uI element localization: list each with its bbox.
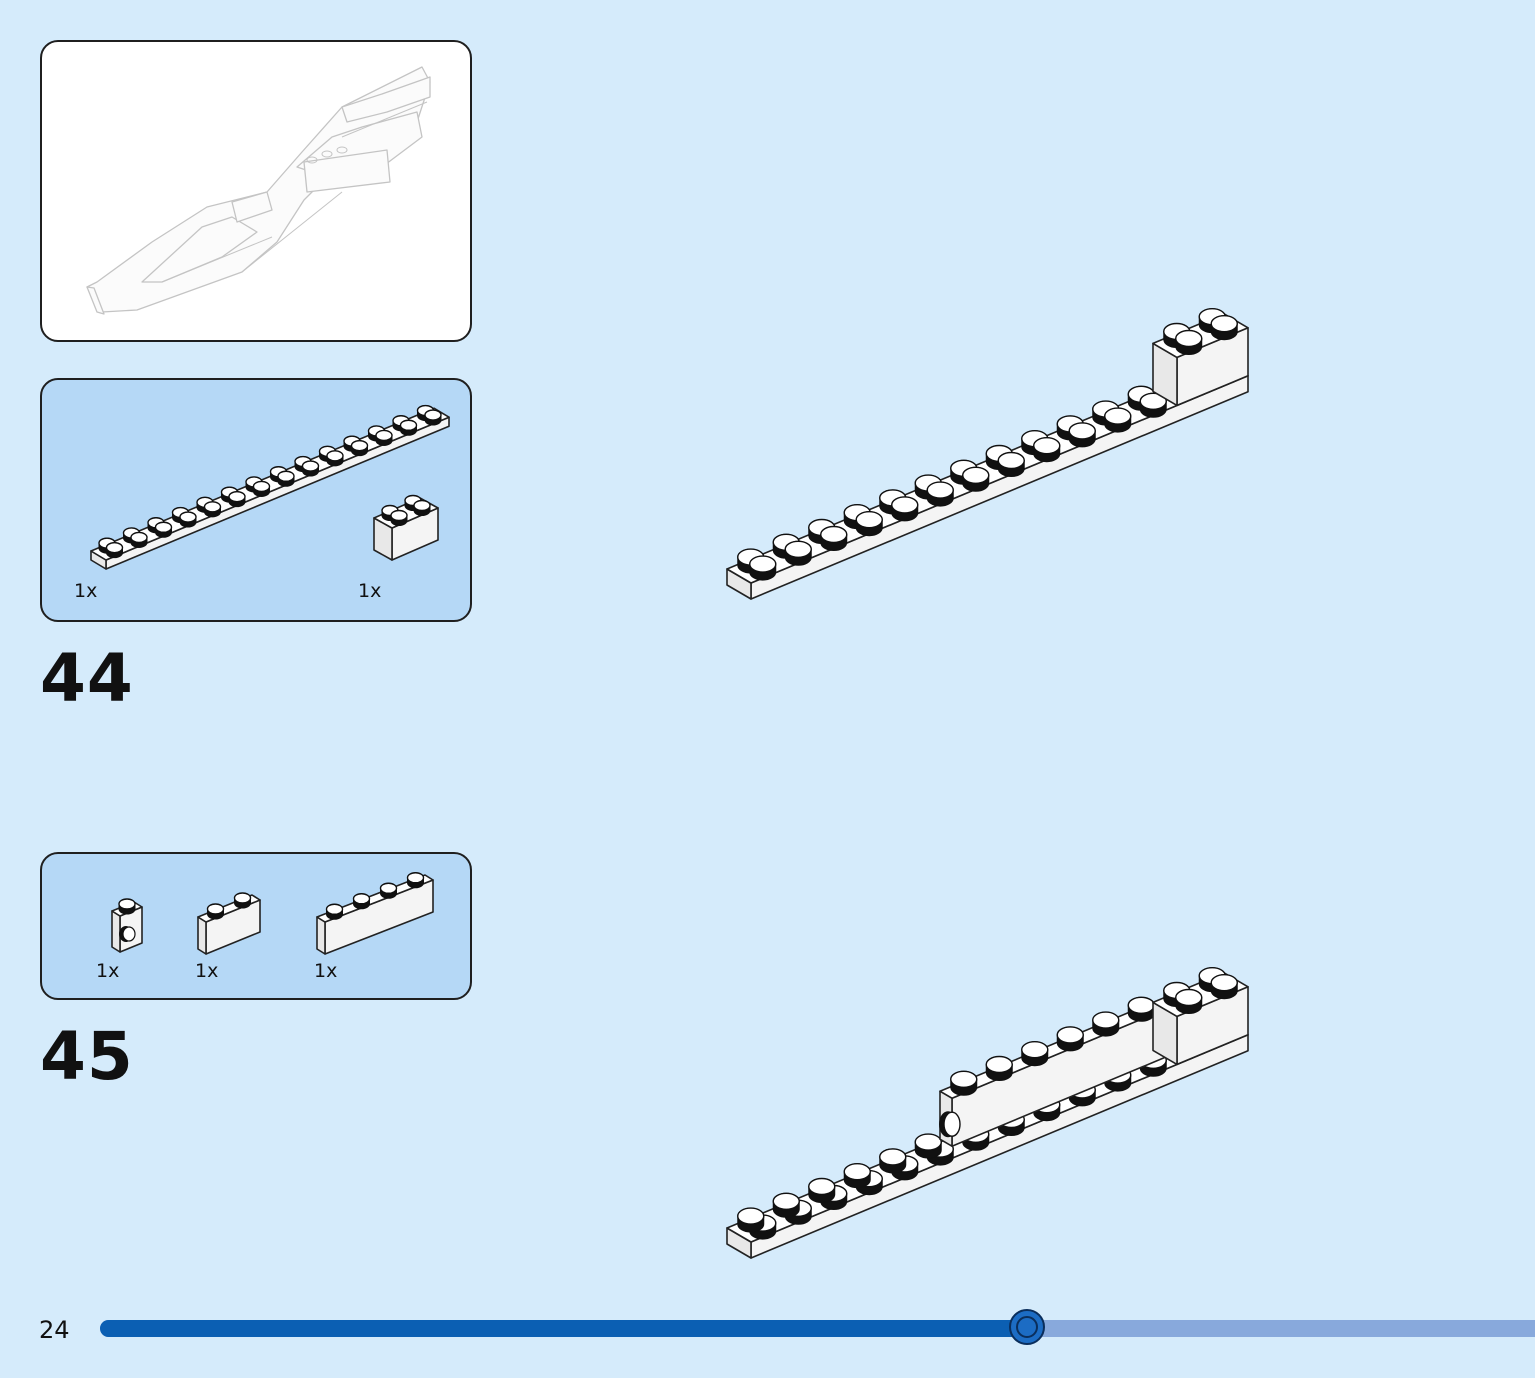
stud <box>1092 1011 1120 1037</box>
stud <box>325 903 344 920</box>
stud <box>1175 329 1203 355</box>
brick-1x4-piece <box>316 872 434 955</box>
stud <box>1175 988 1203 1014</box>
stud <box>950 1070 978 1096</box>
progress-bar <box>100 1309 1535 1345</box>
stud <box>413 499 431 516</box>
stud <box>130 531 148 548</box>
stud <box>891 496 919 522</box>
stud <box>154 521 173 538</box>
model-preview-panel <box>40 40 472 342</box>
step-44-parts-panel: 1x 1x <box>40 378 472 622</box>
step-44-plate-and-brick <box>726 308 1249 600</box>
stud <box>375 429 393 446</box>
stud <box>1056 1026 1084 1052</box>
step-45-parts-panel: 1x 1x 1x <box>40 852 472 1000</box>
long-plate-piece <box>90 404 450 570</box>
stud <box>233 892 252 909</box>
stud <box>843 1162 871 1189</box>
stud <box>879 1148 907 1174</box>
stud <box>1127 996 1155 1022</box>
stud <box>737 1207 765 1233</box>
stud <box>277 470 295 487</box>
stud <box>749 555 777 581</box>
stud <box>228 490 246 508</box>
stud <box>203 501 222 518</box>
part-quantity: 1x <box>314 960 338 982</box>
stud <box>808 1177 836 1203</box>
stud <box>390 509 408 526</box>
part-quantity: 1x <box>96 960 120 982</box>
stud <box>784 540 812 566</box>
stud <box>105 541 124 559</box>
progress-indicator <box>1009 1309 1045 1345</box>
spaceship-preview-drawing <box>86 66 431 315</box>
stud <box>855 511 883 537</box>
brick-1x2-piece <box>197 892 261 955</box>
step-number: 45 <box>40 1018 134 1095</box>
stud <box>352 893 371 910</box>
stud <box>772 1192 800 1218</box>
stud <box>179 511 197 528</box>
stud <box>1104 407 1132 433</box>
stud <box>926 481 954 507</box>
page-number: 24 <box>39 1316 70 1344</box>
stud <box>301 460 320 477</box>
stud <box>406 872 425 889</box>
stud <box>399 419 418 436</box>
stud <box>962 466 990 492</box>
stud <box>1210 315 1238 341</box>
part-quantity: 1x <box>358 580 382 602</box>
stud <box>206 903 225 920</box>
stud <box>1068 422 1096 448</box>
part-quantity: 1x <box>195 960 219 982</box>
stud <box>1033 437 1061 463</box>
step-number: 44 <box>40 640 134 717</box>
brick-1x1-side-stud-piece <box>111 898 143 953</box>
stud <box>252 480 271 497</box>
stud <box>1139 392 1167 418</box>
stud <box>350 439 369 457</box>
stud <box>326 450 344 467</box>
step-45-pieces <box>111 872 434 955</box>
stud <box>914 1133 942 1159</box>
stud <box>1210 974 1238 1000</box>
stud <box>1021 1040 1049 1067</box>
part-quantity: 1x <box>74 580 98 602</box>
stud <box>985 1055 1013 1081</box>
step-45-assembly <box>726 967 1249 1259</box>
stud <box>424 409 442 426</box>
stud <box>997 451 1025 477</box>
stud <box>820 525 848 551</box>
progress-fill <box>100 1320 1027 1337</box>
stud <box>118 898 136 915</box>
brick-2x2-piece <box>373 494 439 561</box>
plate-2x14-piece <box>90 404 450 570</box>
stud <box>379 882 398 899</box>
